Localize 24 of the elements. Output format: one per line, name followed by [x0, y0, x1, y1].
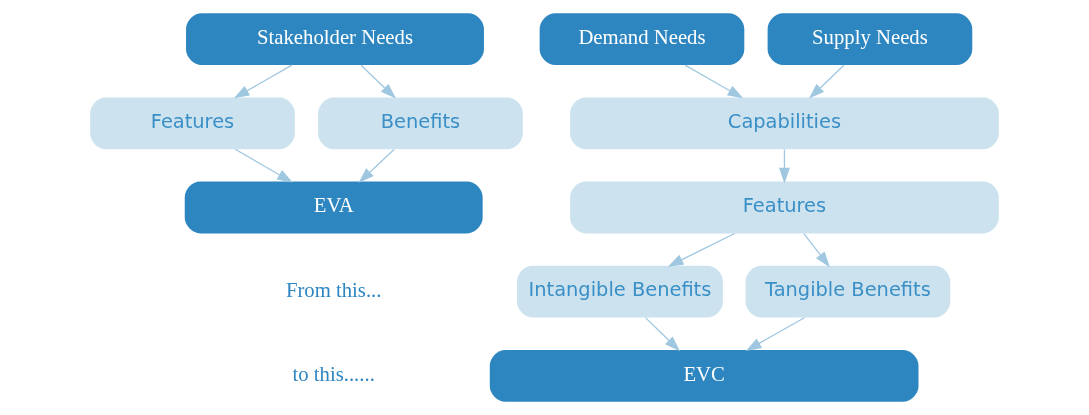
arrow — [745, 317, 806, 351]
arrow — [234, 148, 293, 183]
arrow — [360, 64, 396, 99]
node-box: EVC — [489, 350, 919, 402]
node-box: Stakeholder Needs — [186, 13, 484, 65]
label: to this...... — [292, 362, 375, 385]
node-box: Tangible Benefits — [745, 265, 951, 318]
node-box: Capabilities — [570, 97, 999, 150]
arrow — [803, 233, 830, 268]
label: From this... — [285, 278, 382, 301]
arrow — [779, 148, 790, 184]
node-box: Supply Needs — [767, 13, 973, 65]
arrow — [358, 148, 395, 183]
node-box: Intangible Benefits — [517, 265, 723, 318]
arrow — [809, 64, 845, 99]
arrow — [667, 232, 736, 267]
arrow — [233, 64, 293, 99]
node-box: EVA — [184, 181, 483, 234]
node-box: Features — [90, 97, 295, 150]
arrow — [645, 317, 680, 352]
node-box: Benefits — [318, 97, 523, 150]
node-box: Demand Needs — [539, 13, 745, 65]
arrow — [684, 64, 744, 99]
node-box: Features — [570, 181, 999, 234]
